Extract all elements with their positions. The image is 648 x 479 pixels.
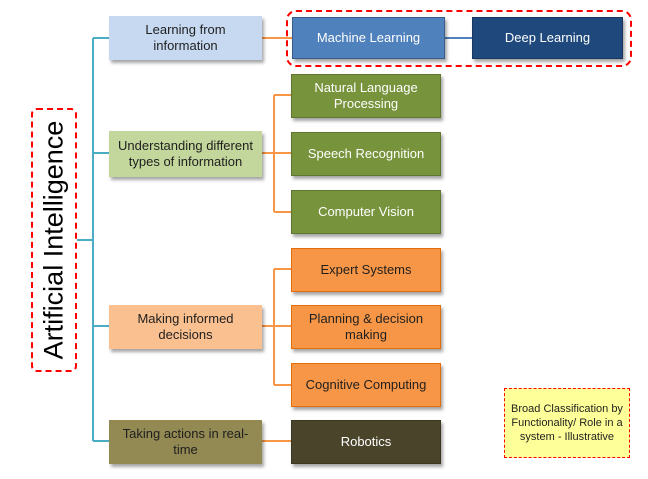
category-decisions: Making informed decisions	[109, 305, 262, 349]
category-understanding: Understanding different types of informa…	[109, 131, 262, 177]
subfield-computer-vision: Computer Vision	[291, 190, 441, 234]
category-actions: Taking actions in real-time	[109, 420, 262, 464]
trunk-connectors	[77, 37, 109, 442]
classification-note: Broad Classification by Functionality/ R…	[504, 388, 630, 458]
ml-dl-highlight-frame	[286, 10, 632, 67]
ai-title-frame	[31, 108, 77, 372]
category-learning: Learning from information	[109, 16, 262, 60]
ai-title: Artificial Intelligence	[38, 120, 69, 360]
subfield-speech-recognition: Speech Recognition	[291, 132, 441, 176]
subfield-expert-systems: Expert Systems	[291, 248, 441, 292]
subfield-robotics: Robotics	[291, 420, 441, 464]
subfield-deep-learning: Deep Learning	[472, 17, 623, 59]
subfield-machine-learning: Machine Learning	[292, 17, 445, 59]
subfield-nlp: Natural Language Processing	[291, 74, 441, 118]
branch-connectors	[262, 37, 292, 442]
subfield-planning: Planning & decision making	[291, 305, 441, 349]
subfield-cognitive-computing: Cognitive Computing	[291, 363, 441, 407]
